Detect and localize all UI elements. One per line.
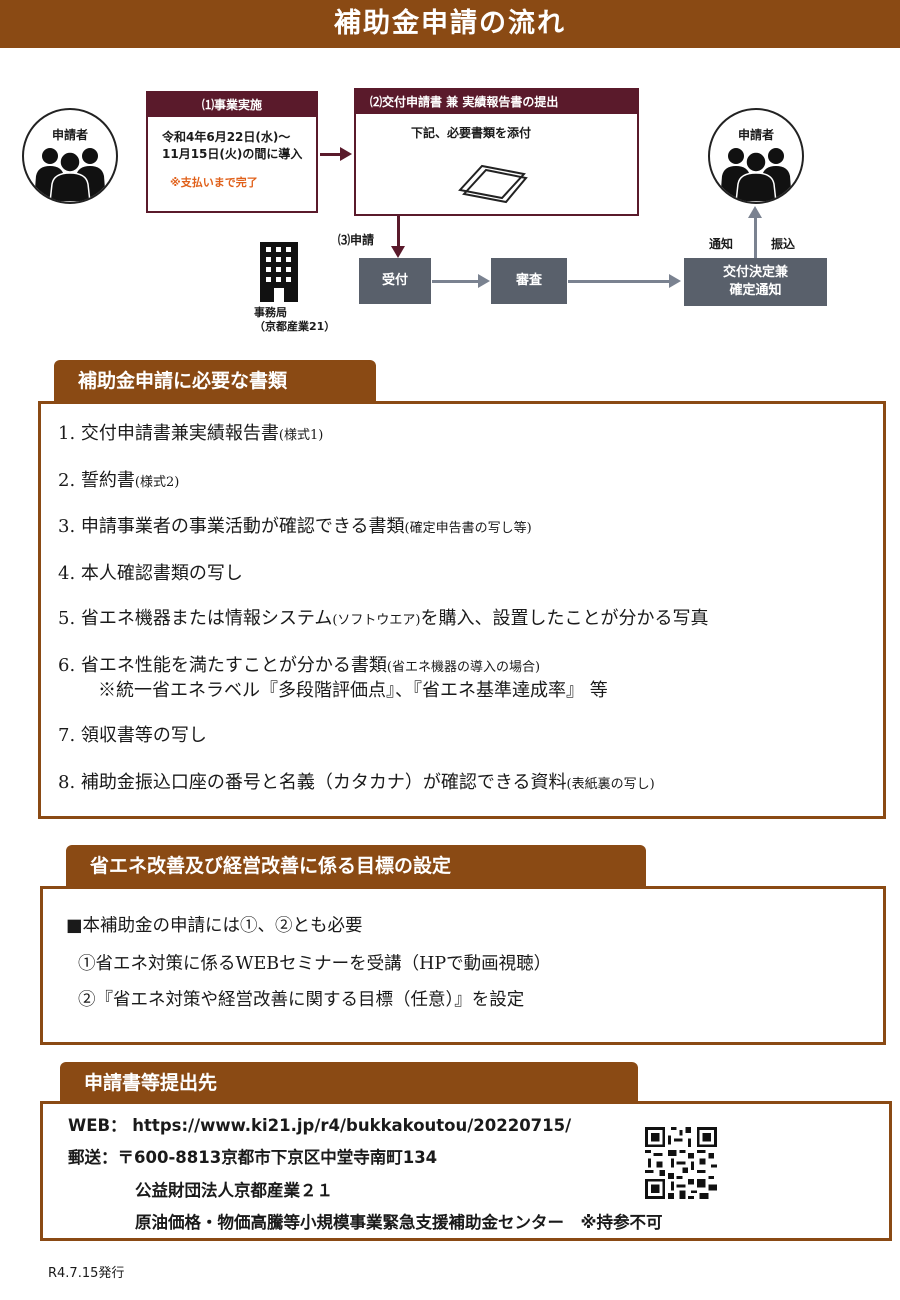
doc-item-8: 8. 補助金振込口座の番号と名義（カタカナ）が確認できる資料(表紙裏の写し) bbox=[58, 772, 655, 793]
step2-title: ⑵交付申請書 兼 実績報告書の提出 bbox=[356, 90, 637, 114]
step1-date-end: 11月15日(火)の間に導入 bbox=[162, 147, 303, 161]
submission-web-url[interactable]: WEB： https://www.ki21.jp/r4/bukkakoutou/… bbox=[68, 1116, 572, 1135]
submission-org: 公益財団法人京都産業２１ bbox=[135, 1181, 333, 1200]
arrow-up-icon bbox=[748, 206, 762, 218]
doc-item-6-note: ※統一省エネラベル『多段階評価点』、『省エネ基準達成率』 等 bbox=[98, 680, 608, 701]
arrow-head-icon bbox=[669, 274, 681, 288]
goals-requirement: ■本補助金の申請には①、②とも必要 bbox=[66, 916, 363, 936]
arrow-head-icon bbox=[340, 147, 352, 161]
submission-center: 原油価格・物価高騰等小規模事業緊急支援補助金センター ※持参不可 bbox=[135, 1213, 663, 1232]
doc-item-3: 3. 申請事業者の事業活動が確認できる書類(確定申告書の写し等) bbox=[58, 516, 532, 537]
doc-item-6: 6. 省エネ性能を満たすことが分かる書類(省エネ機器の導入の場合) bbox=[58, 655, 541, 676]
applicant-right: 申請者 bbox=[708, 108, 804, 204]
office-org: （京都産業21） bbox=[254, 320, 336, 333]
issue-date: R4.7.15発行 bbox=[48, 1266, 125, 1281]
arrow-head-icon bbox=[478, 274, 490, 288]
page-title: 補助金申請の流れ bbox=[0, 0, 900, 48]
goals-heading: 省エネ改善及び経営改善に係る目標の設定 bbox=[66, 845, 646, 887]
doc-item-7: 7. 領収書等の写し bbox=[58, 725, 207, 746]
doc-item-5: 5. 省エネ機器または情報システム(ソフトウエア)を購入、設置したことが分かる写… bbox=[58, 608, 709, 629]
goals-frame bbox=[40, 886, 886, 1045]
people-icon bbox=[720, 148, 792, 202]
decision-line2: 確定通知 bbox=[729, 283, 782, 298]
submission-frame bbox=[40, 1101, 892, 1241]
arrow-down-icon bbox=[391, 246, 405, 258]
doc-item-4: 4. 本人確認書類の写し bbox=[58, 563, 243, 584]
decision-box: 交付決定兼 確定通知 bbox=[684, 258, 827, 306]
step1-date-start: 令和4年6月22日(水)～ bbox=[162, 130, 291, 144]
step2-body: 下記、必要書類を添付 bbox=[411, 126, 532, 140]
goals-item-seminar: ①省エネ対策に係るWEBセミナーを受講（HPで動画視聴） bbox=[78, 954, 552, 974]
decision-line1: 交付決定兼 bbox=[722, 265, 788, 280]
step1-note: ※支払いまで完了 bbox=[170, 176, 258, 189]
arrow-up-line bbox=[754, 218, 757, 258]
submission-mail-address: 郵送：〒600-8813京都市下京区中堂寺南町134 bbox=[68, 1148, 438, 1167]
qr-code-icon[interactable] bbox=[645, 1127, 717, 1199]
submission-heading: 申請書等提出先 bbox=[60, 1062, 638, 1104]
people-icon bbox=[34, 148, 106, 202]
office-label: 事務局 （京都産業21） bbox=[254, 306, 335, 334]
transfer-label: 振込 bbox=[771, 237, 796, 251]
goals-item-target: ②『省エネ対策や経営改善に関する目標（任意）』を設定 bbox=[78, 990, 525, 1010]
applicant-right-label: 申請者 bbox=[737, 128, 774, 142]
arrow-step3-down bbox=[397, 216, 400, 248]
arrow-receipt-to-review bbox=[432, 280, 480, 283]
notice-label: 通知 bbox=[709, 237, 734, 251]
documents-frame bbox=[38, 401, 886, 819]
step1-title: ⑴事業実施 bbox=[148, 93, 316, 117]
office-name: 事務局 bbox=[254, 306, 287, 319]
review-box: 審査 bbox=[491, 258, 567, 304]
arrow-review-to-decision bbox=[568, 280, 670, 283]
documents-icon bbox=[458, 164, 528, 204]
step1-box: ⑴事業実施 令和4年6月22日(水)～ 11月15日(火)の間に導入 ※支払いま… bbox=[146, 91, 318, 213]
doc-item-2: 2. 誓約書(様式2) bbox=[58, 470, 180, 491]
step2-box: ⑵交付申請書 兼 実績報告書の提出 下記、必要書類を添付 bbox=[354, 88, 639, 216]
applicant-left-label: 申請者 bbox=[51, 128, 88, 142]
applicant-left: 申請者 bbox=[22, 108, 118, 204]
arrow-step1-to-step2 bbox=[320, 153, 342, 156]
doc-item-1: 1. 交付申請書兼実績報告書(様式1) bbox=[58, 423, 324, 444]
step3-label: ⑶申請 bbox=[338, 233, 375, 247]
receipt-box: 受付 bbox=[359, 258, 431, 304]
documents-heading: 補助金申請に必要な書類 bbox=[54, 360, 376, 402]
building-icon bbox=[260, 242, 298, 302]
